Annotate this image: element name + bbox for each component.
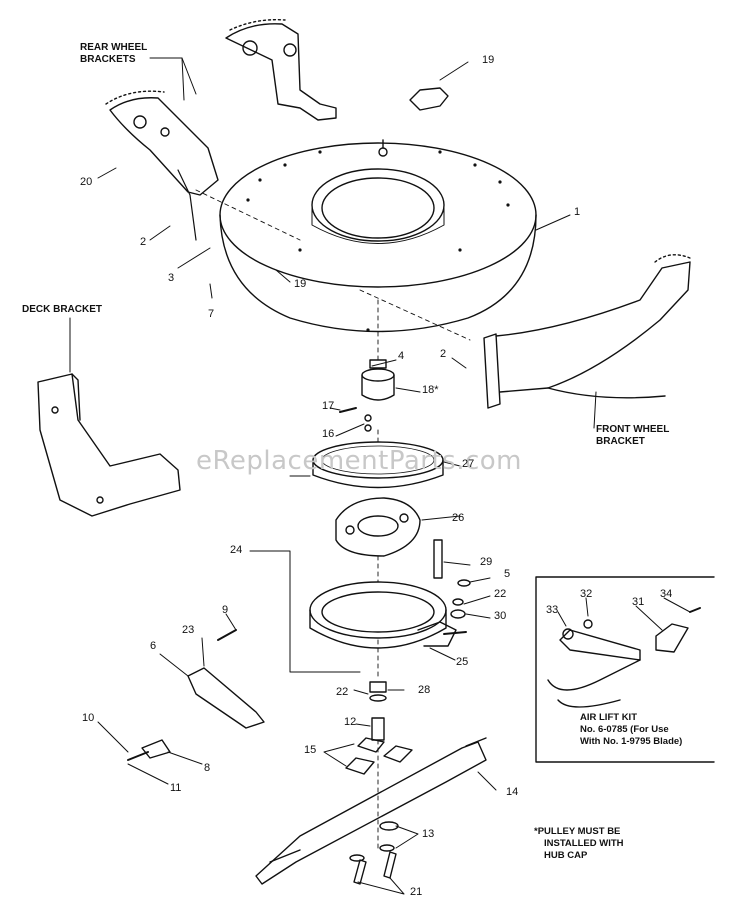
part-number-27: 27 — [462, 458, 475, 470]
part-number-34: 34 — [660, 588, 673, 600]
part-number-24: 24 — [230, 544, 243, 556]
spindle-parts-29 — [433, 539, 471, 619]
part-number-17: 17 — [322, 400, 335, 412]
part-number-14: 14 — [506, 786, 519, 798]
rear-wheel-brackets-label: REAR WHEEL — [80, 42, 148, 53]
rear-wheel-brackets-label-2: BRACKETS — [80, 54, 136, 65]
part-number-8: 8 — [204, 762, 211, 774]
part-number-28: 28 — [418, 684, 431, 696]
deck-bracket — [37, 373, 181, 517]
part-number-19-top: 19 — [482, 54, 495, 66]
part-number-7: 7 — [208, 308, 215, 320]
part-number-16: 16 — [322, 428, 335, 440]
part-number-2-right: 2 — [440, 348, 447, 360]
pulley-note-line-3: HUB CAP — [544, 850, 588, 861]
part-number-4: 4 — [398, 350, 405, 362]
clip-19-top — [409, 87, 449, 111]
part-number-12: 12 — [344, 716, 357, 728]
part-number-23: 23 — [182, 624, 195, 636]
part-number-3: 3 — [168, 272, 175, 284]
part-number-32: 32 — [580, 588, 593, 600]
part-number-15: 15 — [304, 744, 317, 756]
mower-blade-14 — [255, 737, 487, 885]
part-number-1: 1 — [574, 206, 581, 218]
rear-wheel-bracket-left — [105, 90, 219, 241]
part-number-33: 33 — [546, 604, 559, 616]
pulley-note-line-1: *PULLEY MUST BE — [534, 826, 621, 837]
part-number-26: 26 — [452, 512, 465, 524]
mower-deck-housing — [219, 139, 537, 333]
part-number-2-left: 2 — [140, 236, 147, 248]
part-number-6: 6 — [150, 640, 157, 652]
air-lift-kit-title: AIR LIFT KIT — [580, 712, 637, 723]
watermark: eReplacementParts.com — [196, 446, 523, 476]
part-number-9: 9 — [222, 604, 229, 616]
blade-hardware — [345, 681, 413, 775]
part-number-11: 11 — [170, 782, 182, 794]
alignment-dashes — [195, 189, 471, 341]
part-number-21: 21 — [410, 886, 423, 898]
front-wheel-bracket-label-2: BRACKET — [596, 436, 645, 447]
part-number-31: 31 — [632, 596, 645, 608]
part-number-5: 5 — [504, 568, 511, 580]
part-number-22-lower: 22 — [336, 686, 349, 698]
part-number-19-bottom: 19 — [294, 278, 307, 290]
hub-cap-and-hardware — [339, 359, 395, 432]
air-lift-kit-part-number: No. 6-0785 (For Use — [580, 724, 669, 735]
part-number-30: 30 — [494, 610, 507, 622]
blade-bolts-21 — [349, 821, 399, 885]
front-wheel-bracket-label: FRONT WHEEL — [596, 424, 670, 435]
rear-wheel-bracket-right — [225, 19, 337, 121]
left-small-parts — [127, 629, 265, 761]
part-number-25: 25 — [456, 656, 469, 668]
part-number-18: 18* — [422, 384, 439, 396]
pulley-note-line-2: INSTALLED WITH — [544, 838, 624, 849]
front-wheel-bracket — [483, 254, 691, 409]
leader-lines — [69, 57, 691, 895]
part-number-10: 10 — [82, 712, 95, 724]
brake-assembly-26 — [335, 497, 421, 557]
clutch-housing-25 — [309, 581, 467, 649]
air-lift-kit-blade-note: With No. 1-9795 Blade) — [580, 736, 683, 747]
air-lift-kit-box — [535, 576, 715, 763]
part-number-20: 20 — [80, 176, 93, 188]
deck-bracket-label: DECK BRACKET — [22, 304, 102, 315]
part-number-13: 13 — [422, 828, 435, 840]
part-number-22-right: 22 — [494, 588, 507, 600]
part-number-29: 29 — [480, 556, 493, 568]
